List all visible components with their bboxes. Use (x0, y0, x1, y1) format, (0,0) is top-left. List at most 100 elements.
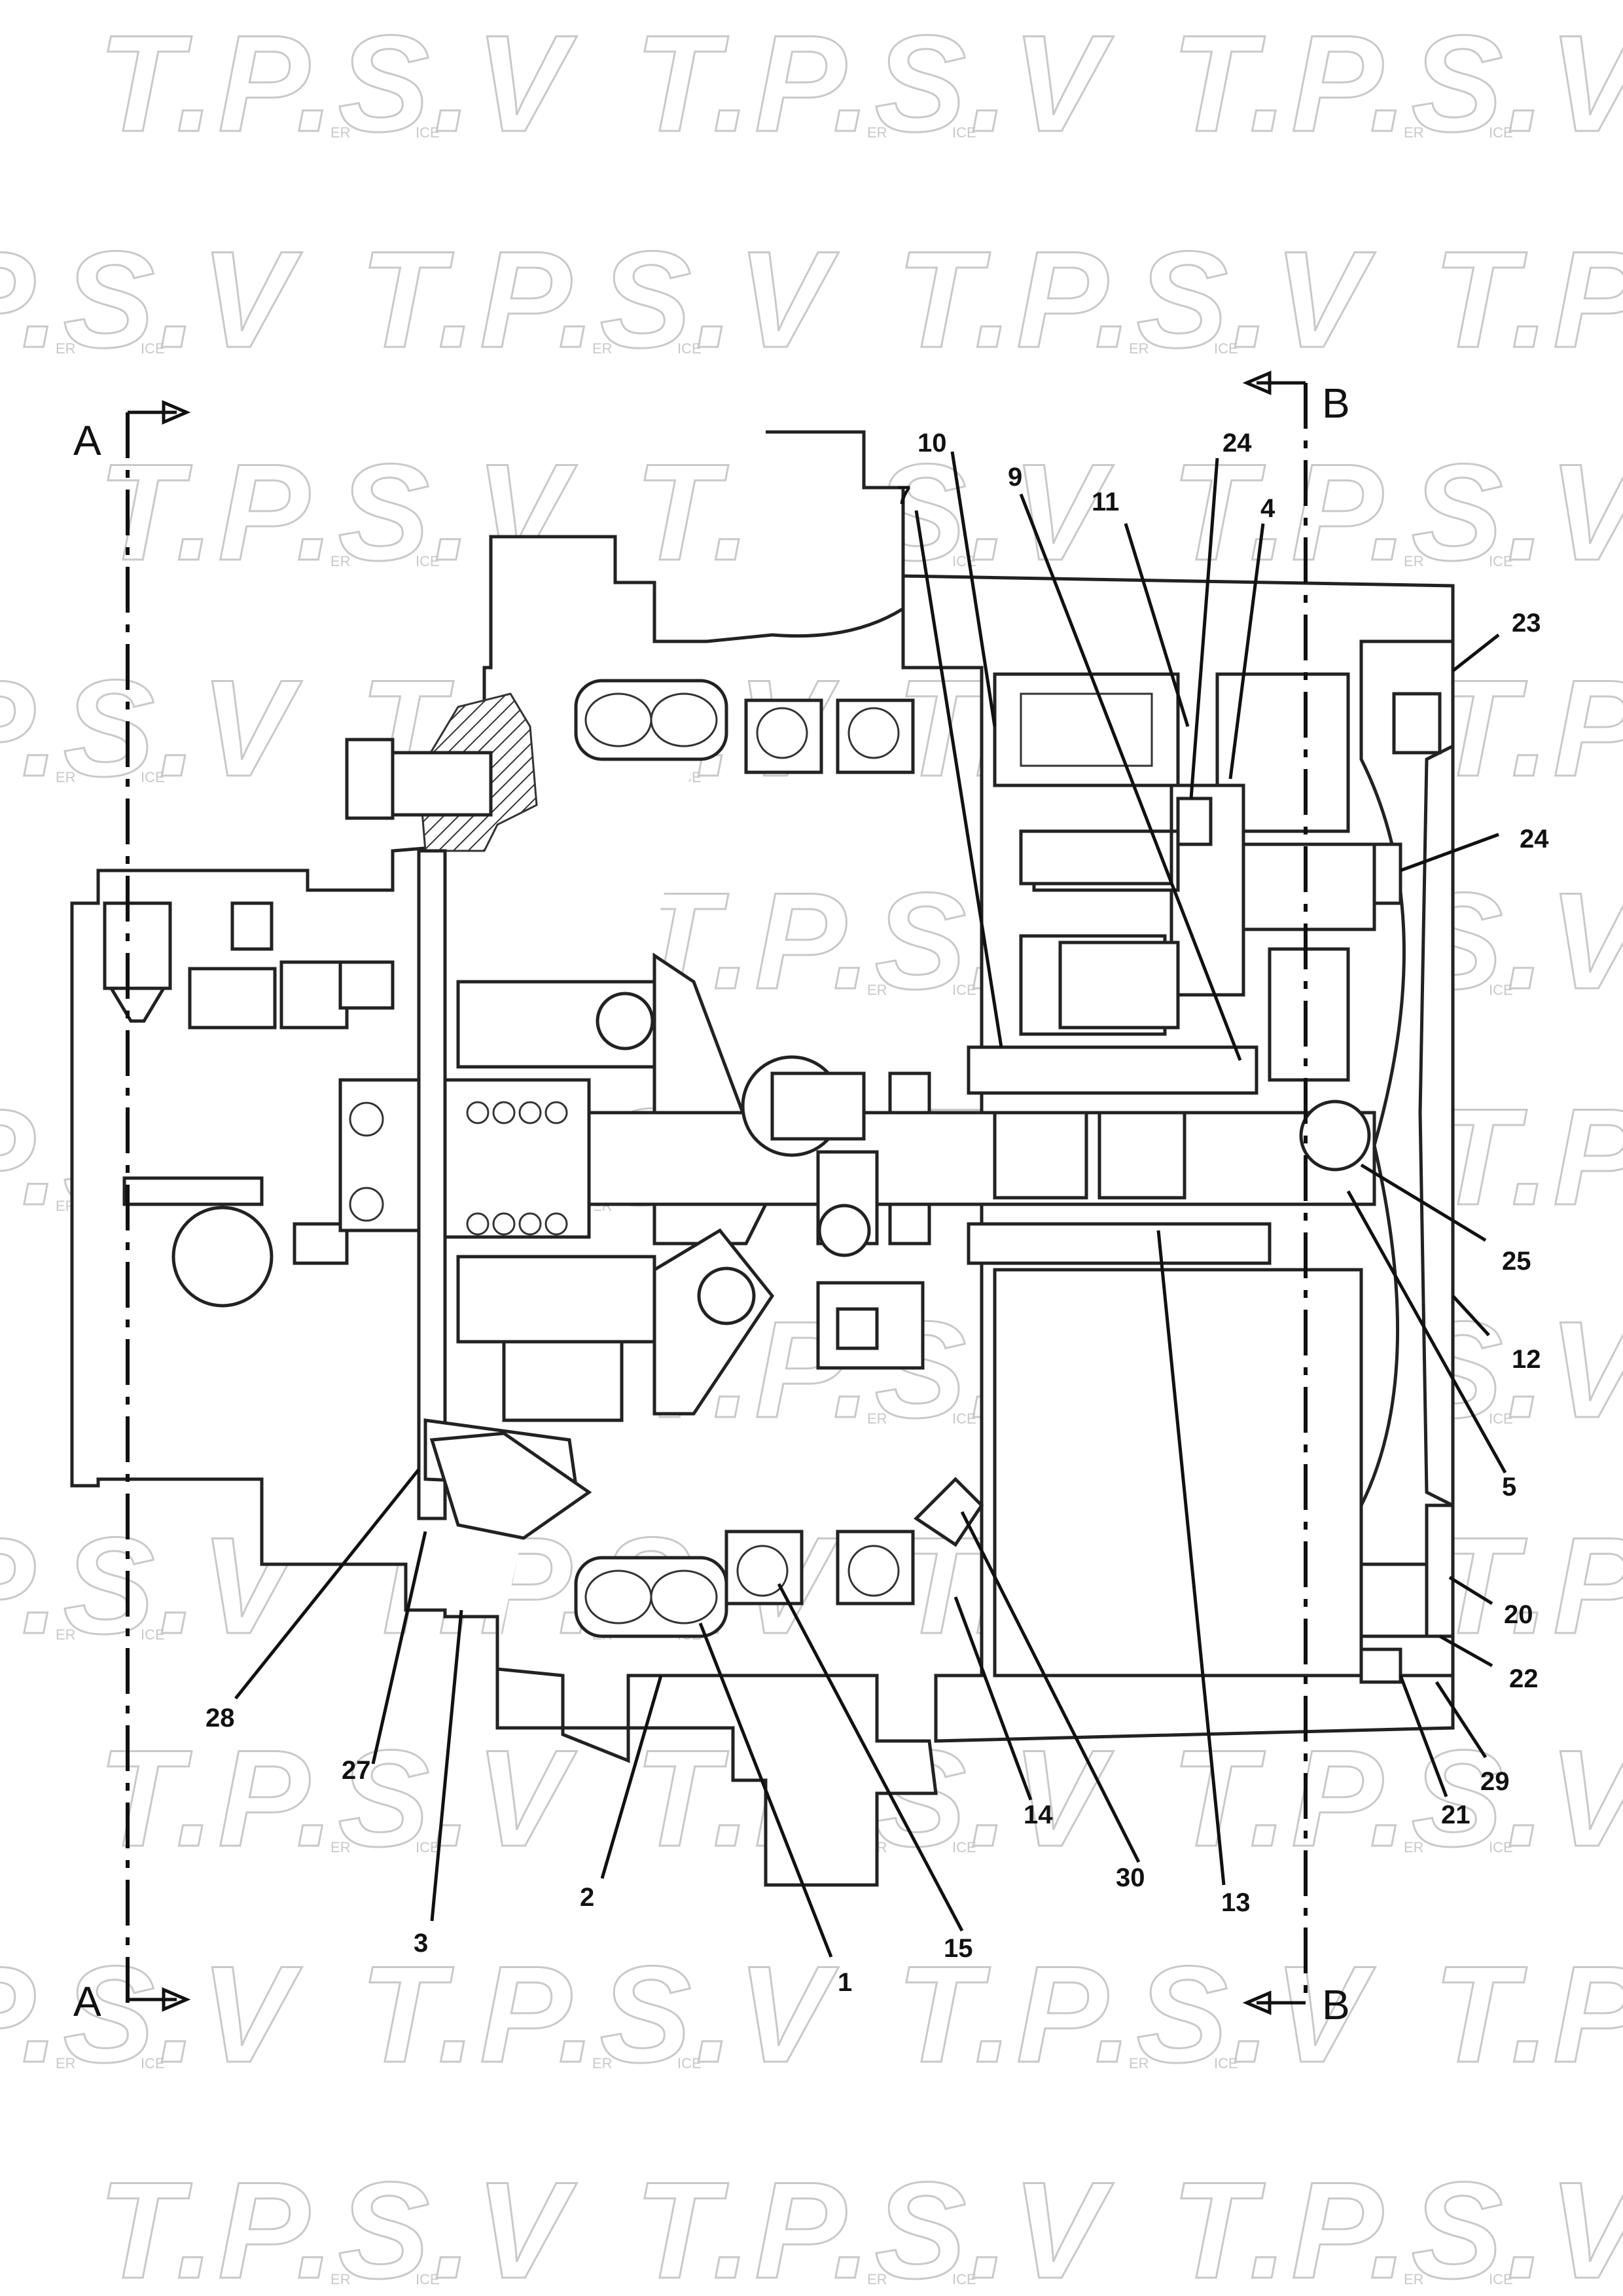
watermark-small-left: ER (1404, 1839, 1424, 1856)
watermark-small-right: ICE (416, 1839, 440, 1856)
lower-internals (816, 1268, 1455, 1684)
callout-15: 15 (944, 1934, 973, 1963)
watermark-logo: T.P.S.V (98, 7, 577, 160)
callout-9: 9 (1008, 463, 1022, 492)
watermark-small-left: ER (592, 2055, 613, 2072)
watermark-logo: T.P.S.V (635, 7, 1114, 160)
section-letter-b-top: B (1322, 380, 1350, 427)
watermark-small-right: ICE (677, 2055, 702, 2072)
watermark-logo: T.P.S.V (0, 651, 302, 805)
watermark-small-left: ER (1404, 124, 1424, 141)
watermark-small-right: ICE (952, 2271, 976, 2287)
watermark-small-right: ICE (141, 2055, 165, 2072)
watermark-small-right: ICE (1489, 553, 1513, 569)
watermark-small-right: ICE (677, 340, 702, 357)
watermark-small-right: ICE (141, 340, 165, 357)
watermark-small-right: ICE (416, 124, 440, 141)
left-ports (103, 738, 493, 1308)
callout-5: 5 (1502, 1473, 1516, 1501)
watermark-small-left: ER (867, 2271, 887, 2287)
callout-30: 30 (1116, 1863, 1145, 1892)
watermark-small-right: ICE (141, 769, 165, 785)
callout-22: 22 (1509, 1664, 1539, 1693)
watermark-small-right: ICE (1214, 340, 1238, 357)
callout-23: 23 (1512, 609, 1541, 637)
watermark-logo: T.P.S.V (1433, 1937, 1623, 2091)
callout-10: 10 (918, 429, 947, 457)
callout-labels: 10 7 9 11 24 4 23 24 25 12 5 20 22 29 21… (205, 429, 1549, 1997)
watermark-small-left: ER (592, 340, 613, 357)
callout-11: 11 (1092, 488, 1119, 516)
watermark-small-right: ICE (141, 1626, 165, 1643)
output-shaft (587, 1045, 1376, 1265)
motor-cross-section (70, 430, 1455, 1887)
leader-lines (234, 451, 1507, 1958)
section-letter-b-bottom: B (1322, 1981, 1350, 2028)
watermark-small-left: ER (1129, 2055, 1149, 2072)
watermark-small-left: ER (1404, 553, 1424, 569)
callout-27: 27 (342, 1756, 371, 1785)
watermark-small-left: ER (867, 982, 887, 998)
watermark-small-right: ICE (1489, 1410, 1513, 1427)
watermark-logo: T.P.S.V (1433, 1080, 1623, 1234)
watermark-logo: T.P.S.V (1171, 7, 1623, 160)
arrow-a-top-icon (162, 400, 191, 425)
watermark-logo: T.P.S.V (897, 223, 1376, 376)
watermark-logo: T.P.S.V (0, 1937, 302, 2091)
watermark-small-right: ICE (952, 1839, 976, 1856)
watermark-logo: T.P.S.V (98, 2153, 577, 2296)
watermark-small-left: ER (56, 1626, 76, 1643)
callout-21: 21 (1441, 1801, 1471, 1829)
callout-14: 14 (1024, 1801, 1053, 1829)
callout-24-top: 24 (1222, 429, 1252, 457)
watermark-small-right: ICE (952, 982, 976, 998)
watermark-logo: T.P.S.V (897, 1937, 1376, 2091)
watermark-small-left: ER (330, 2271, 351, 2287)
callout-29: 29 (1480, 1767, 1510, 1796)
watermark-small-right: ICE (952, 124, 976, 141)
watermark-small-right: ICE (952, 553, 976, 569)
callout-7: 7 (897, 481, 911, 510)
callout-28: 28 (205, 1704, 235, 1732)
watermark-logo: T.P.S.V (360, 1937, 839, 2091)
watermark-small-right: ICE (1489, 982, 1513, 998)
callout-25: 25 (1502, 1247, 1531, 1276)
watermark-small-left: ER (56, 2055, 76, 2072)
watermark-logo: T.P.S.V (1433, 651, 1623, 805)
arrow-a-bottom-icon (162, 1987, 191, 2012)
watermark-logo: T.P.S.V (98, 1721, 577, 1875)
arrow-b-bottom-icon (1242, 1990, 1272, 2015)
watermark-logo: T.P.S.V (1171, 435, 1623, 589)
watermark-logo: T.P.S.V (1171, 1721, 1623, 1875)
watermark-small-right: ICE (1489, 124, 1513, 141)
section-lines: A A B B (73, 370, 1350, 2028)
right-fasteners (1019, 692, 1442, 1030)
watermark-small-left: ER (56, 769, 76, 785)
section-letter-a-top: A (73, 417, 101, 464)
watermark-logo: T.P.S.V (1433, 223, 1623, 376)
watermark-small-left: ER (330, 1839, 351, 1856)
watermark-small-right: ICE (1489, 2271, 1513, 2287)
callout-12: 12 (1512, 1345, 1541, 1374)
callout-3: 3 (414, 1929, 428, 1958)
watermark-small-left: ER (1404, 2271, 1424, 2287)
callout-24-right: 24 (1520, 825, 1549, 853)
watermark-small-left: ER (330, 124, 351, 141)
watermark-small-left: ER (867, 124, 887, 141)
callout-13: 13 (1221, 1888, 1251, 1917)
watermark-logo: T.P.S.V (360, 223, 839, 376)
watermark-small-right: ICE (952, 1410, 976, 1427)
watermark-small-left: ER (56, 340, 76, 357)
watermark-logo: T.P.S.V (635, 2153, 1114, 2296)
section-letter-a-bottom: A (73, 1978, 101, 2025)
callout-1: 1 (838, 1968, 852, 1997)
watermark-small-right: ICE (416, 553, 440, 569)
watermark-small-right: ICE (1489, 1839, 1513, 1856)
watermark-small-left: ER (867, 1410, 887, 1427)
watermark-small-left: ER (1129, 340, 1149, 357)
watermark-small-left: ER (330, 553, 351, 569)
watermark-logo: T.P.S.V (1171, 2153, 1623, 2296)
watermark-logo: T.P.S.V (0, 223, 302, 376)
